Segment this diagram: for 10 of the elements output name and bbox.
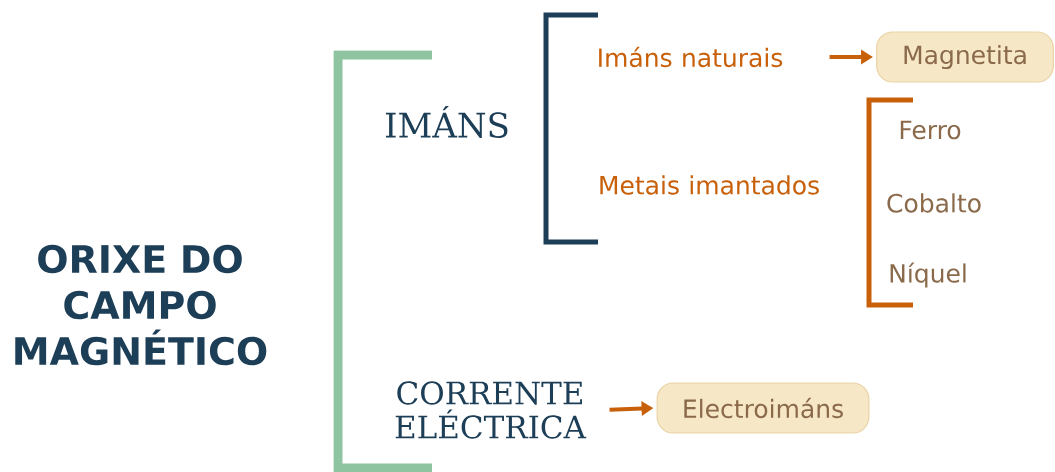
title-text: ORIXE DO CAMPO MAGNÉTICO [15,244,267,366]
category-label: CORRENTE ELÉCTRICA [395,381,587,439]
item-label: Cobalto [887,193,981,213]
result-box: Electroimáns [656,382,870,434]
item-label: Níquel [890,262,966,288]
item-label: Ferro [900,120,961,140]
subcategory-label: Metais imantados [600,175,819,195]
result-box: Magnetita [876,31,1054,83]
category-label: IMÁNS [385,106,508,138]
subcategory-label: Imáns naturais [599,46,783,68]
